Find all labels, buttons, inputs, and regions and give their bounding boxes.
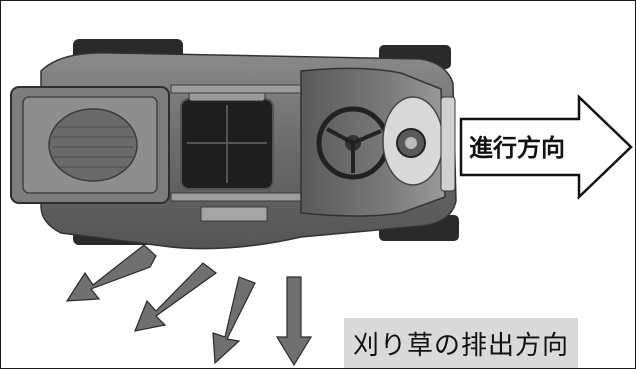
right-arrow-outline-icon [459, 94, 633, 200]
riding-mower-top-view-icon [10, 39, 459, 250]
down-arrow-icon [275, 276, 313, 367]
travel-direction-label: 進行方向 [469, 134, 565, 162]
down-left-arrow-icon [65, 244, 157, 302]
discharge-arrows [65, 244, 313, 367]
travel-direction-arrow: 進行方向 [459, 94, 633, 200]
discharge-direction-label-box: 刈り草の排出方向 [344, 318, 578, 368]
down-left-arrow-icon [212, 276, 256, 365]
discharge-direction-label: 刈り草の排出方向 [352, 330, 569, 361]
down-left-arrow-icon [134, 262, 218, 332]
